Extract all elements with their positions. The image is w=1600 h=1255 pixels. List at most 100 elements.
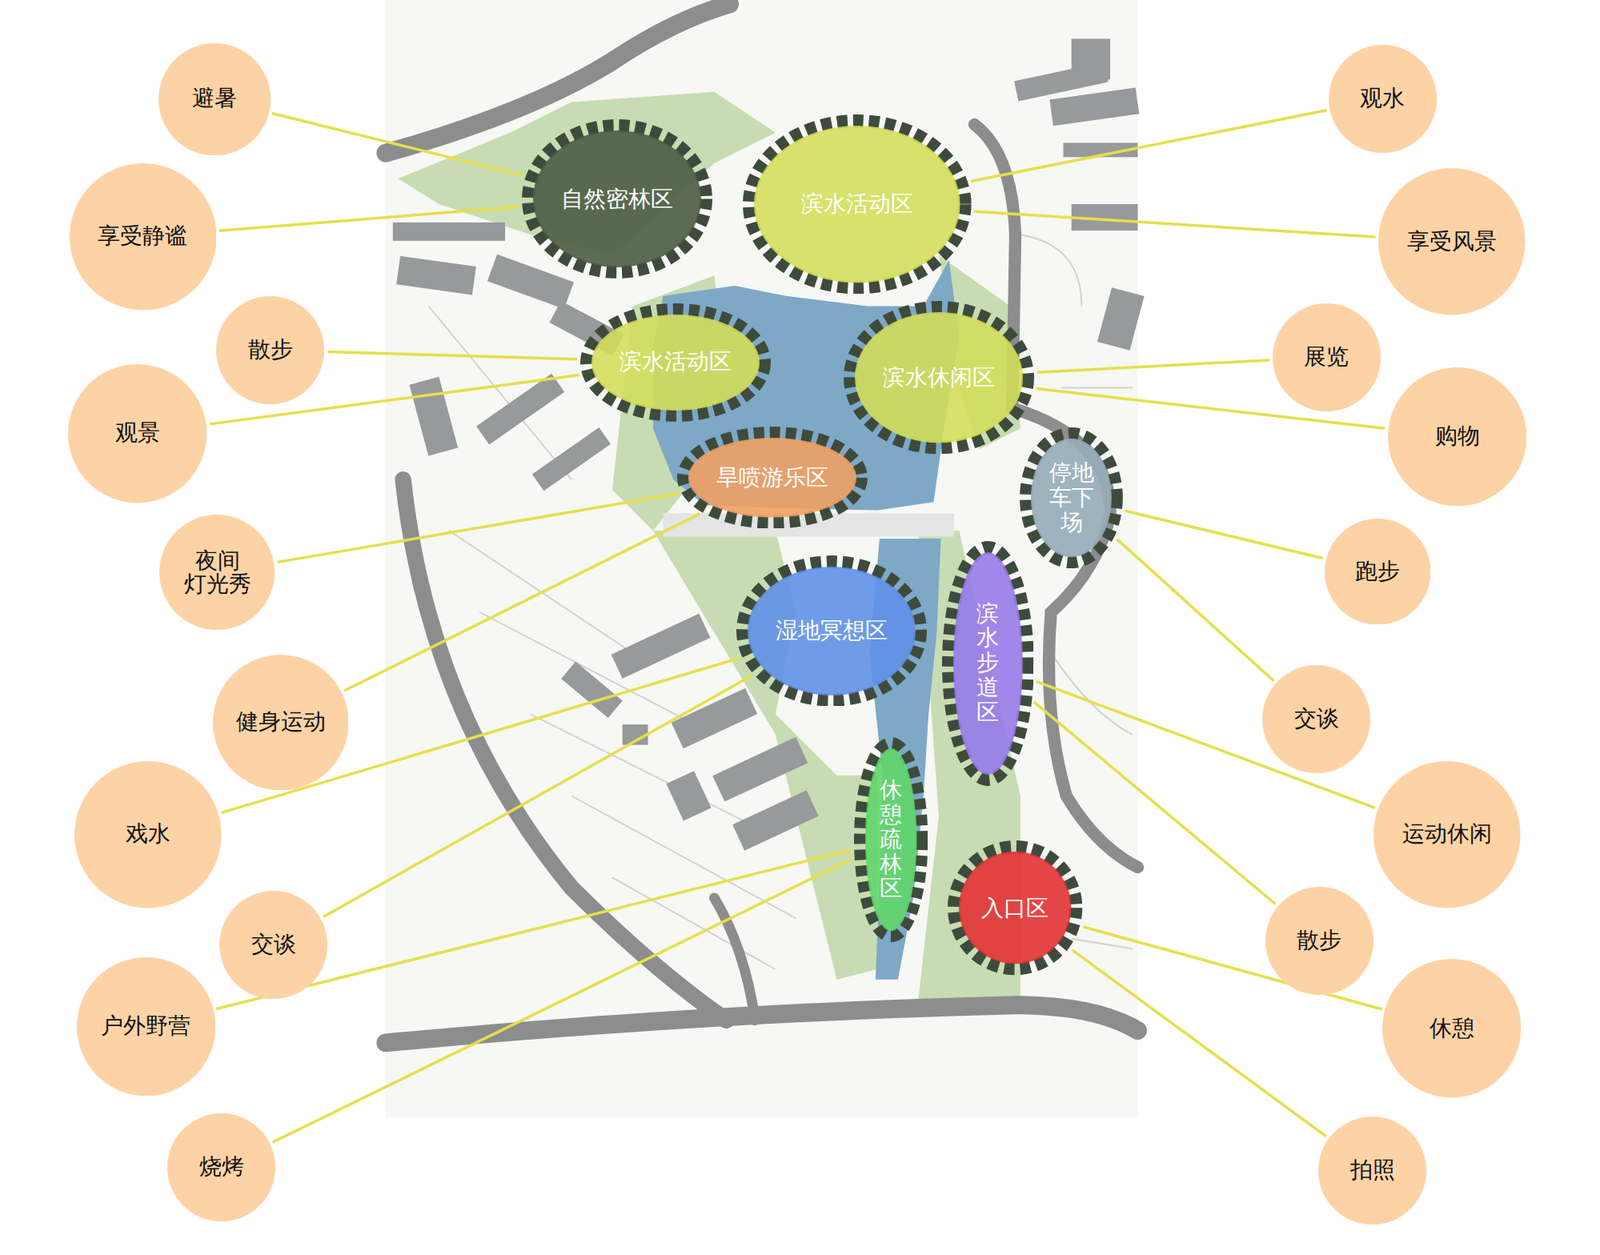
zone-label: 休憩疏林区 [879, 777, 903, 902]
activity-label: 购物 [1435, 424, 1480, 450]
activity-label: 散步 [1296, 928, 1342, 954]
zone-label: 自然密林区 [561, 186, 674, 213]
circle-fill [1382, 958, 1521, 1098]
zone-label: 滨水活动区 [801, 191, 914, 217]
activity-label: 烧烤 [199, 1154, 245, 1180]
circle-fill [1265, 886, 1374, 995]
zone-fill [953, 552, 1023, 775]
activity-circle: 拍照 [1318, 1116, 1427, 1225]
zone-fill [533, 130, 702, 268]
activity-circle: 健身运动 [212, 654, 349, 791]
activity-label: 避暑 [192, 86, 237, 112]
plan-ground [385, 0, 1139, 1118]
zone-ellipse: 自然密林区 [521, 119, 713, 279]
circle-fill [74, 761, 222, 909]
zone-ellipse: 入口区 [947, 840, 1083, 975]
activity-circle: 跑步 [1324, 518, 1432, 626]
zone-fill [854, 312, 1023, 443]
leader-line [219, 206, 520, 231]
circle-fill [1324, 518, 1432, 626]
zone-label: 旱喷游乐区 [716, 465, 829, 491]
tree-rim [528, 125, 706, 273]
activity-label: 户外野营 [100, 1014, 191, 1039]
activity-label: 享受风景 [1407, 229, 1497, 255]
activity-circle: 交谈 [1262, 665, 1371, 774]
tree-rim [749, 120, 966, 288]
plan-outlines [428, 234, 1133, 970]
circle-fill [216, 296, 325, 405]
tree-rim [954, 846, 1076, 969]
zone-label: 湿地冥想区 [775, 617, 888, 644]
circle-fill [159, 514, 275, 630]
activity-label: 交谈 [251, 932, 297, 958]
circle-fill [219, 890, 328, 999]
activity-circle: 观景 [68, 364, 207, 503]
zone-ellipse: 休憩疏林区 [854, 737, 928, 943]
leader-line [323, 675, 751, 917]
zone-label: 滨水活动区 [619, 348, 732, 375]
zone-fill [688, 437, 857, 518]
activity-circle: 享受风景 [1378, 168, 1526, 316]
leader-line [272, 112, 524, 176]
circle-fill [1373, 761, 1521, 909]
activity-circle: 夜间 灯光秀 [159, 514, 275, 630]
activity-circle: 户外野营 [76, 957, 216, 1096]
zone-label: 停地 车下 场 [1049, 461, 1095, 535]
zone-ellipse: 停地 车下 场 [1019, 427, 1123, 569]
activity-label: 运动休闲 [1402, 822, 1492, 847]
tree-rim [948, 547, 1028, 780]
leader-line [216, 850, 851, 1010]
zone-label: 入口区 [981, 895, 1049, 922]
zone-fill [958, 851, 1071, 964]
activity-label: 跑步 [1355, 559, 1400, 585]
activity-label: 休憩 [1429, 1016, 1475, 1042]
tree-rim [1026, 433, 1117, 562]
zone-label: 滨水步道区 [976, 601, 999, 726]
zone-ellipse: 滨水步道区 [942, 541, 1035, 786]
activity-label: 享受静谧 [97, 224, 188, 249]
activity-circle: 交谈 [219, 890, 328, 999]
circle-fill [1272, 303, 1381, 412]
leader-line [974, 211, 1376, 237]
circle-fill [1378, 168, 1526, 316]
circle-fill [68, 364, 207, 503]
tree-rim [586, 309, 765, 416]
tree-rim [683, 433, 862, 522]
zone-ellipse: 旱喷游乐区 [677, 426, 868, 529]
activity-label: 观水 [1359, 86, 1405, 112]
activity-label: 展览 [1303, 344, 1349, 370]
activity-label: 散步 [248, 337, 293, 363]
activity-circle: 散步 [1265, 886, 1374, 995]
leader-line [970, 110, 1327, 182]
tree-rim [860, 743, 922, 936]
zone-fill [865, 748, 917, 931]
activity-circle: 烧烤 [167, 1113, 276, 1222]
activity-circle: 戏水 [74, 761, 222, 909]
activity-circle: 展览 [1272, 303, 1381, 412]
circle-fill [1387, 367, 1527, 506]
leader-line [1034, 701, 1276, 904]
circle-fill [212, 654, 349, 791]
activity-circle: 散步 [216, 296, 325, 405]
zone-ellipse: 滨水休闲区 [843, 300, 1035, 454]
circle-fill [167, 1113, 276, 1222]
activity-circle: 观水 [1328, 44, 1437, 153]
activity-label: 夜间 灯光秀 [180, 549, 254, 597]
activity-label: 交谈 [1294, 706, 1340, 732]
zone-ellipse: 湿地冥想区 [736, 555, 927, 707]
circle-fill [1262, 665, 1371, 774]
leader-line [1037, 360, 1270, 373]
zone-label: 滨水休闲区 [882, 364, 995, 391]
leader-line [1125, 510, 1324, 558]
activity-circle: 避暑 [158, 43, 271, 156]
leader-line [272, 858, 852, 1143]
circle-fill [69, 163, 217, 311]
circle-fill [158, 43, 271, 156]
zone-ellipse: 滨水活动区 [742, 114, 972, 294]
tree-rim [742, 561, 921, 701]
leader-line [1116, 538, 1274, 681]
circle-fill [1318, 1116, 1427, 1225]
tree-rim [850, 307, 1028, 448]
circle-fill [1328, 44, 1437, 153]
zone-fill [1030, 438, 1112, 558]
